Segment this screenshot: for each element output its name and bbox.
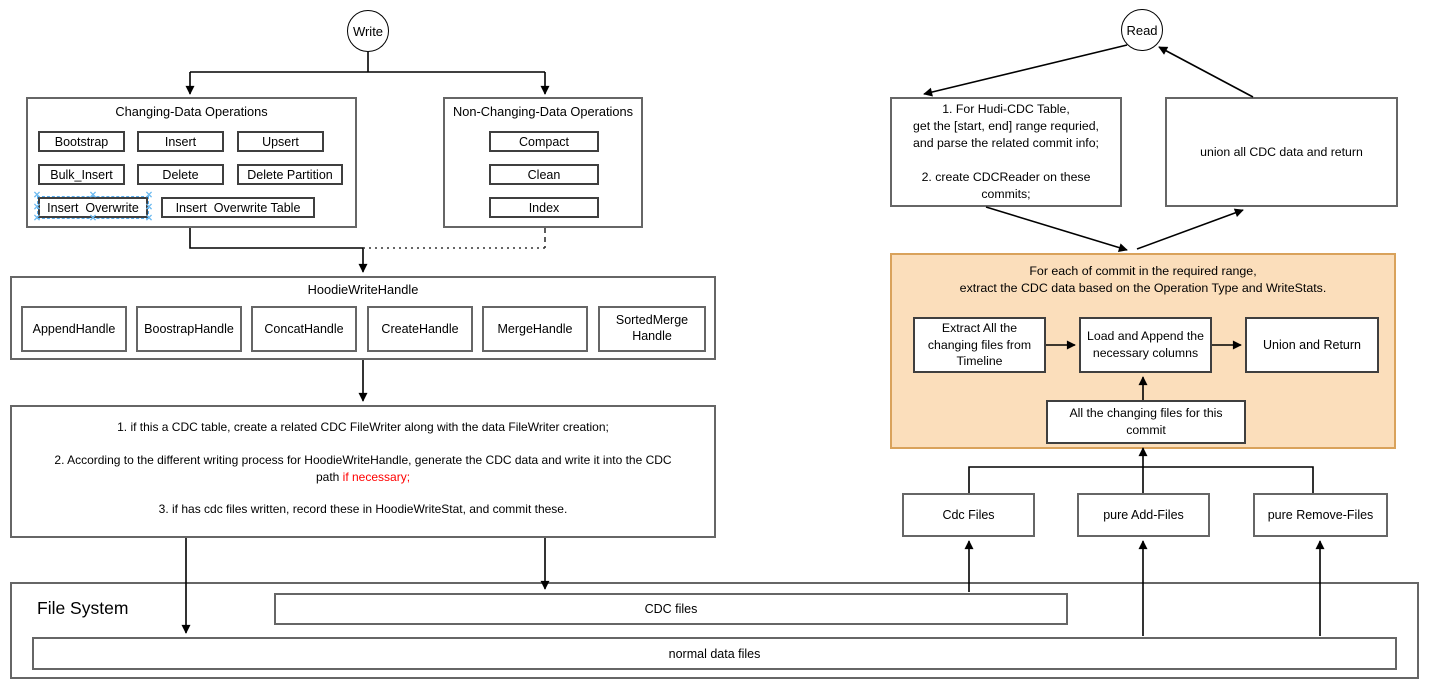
read-plan-line-3: and parse the related commit info;	[913, 136, 1099, 151]
read-plan-line-2: get the [start, end] range requried,	[913, 119, 1099, 134]
cdc-write-steps-box[interactable]: 1. if this a CDC table, create a related…	[10, 405, 716, 538]
op-delete-partition[interactable]: Delete Partition	[237, 164, 343, 185]
handle-boostrap[interactable]: BoostrapHandle	[136, 306, 242, 352]
selection-handle-n[interactable]: ✕	[89, 190, 97, 201]
all-changing-files-box[interactable]: All the changing files for this commit	[1046, 400, 1246, 444]
handle-create[interactable]: CreateHandle	[367, 306, 473, 352]
read-plan-box[interactable]: 1. For Hudi-CDC Table, get the [start, e…	[890, 97, 1122, 207]
load-append-columns-box[interactable]: Load and Append the necessary columns	[1079, 317, 1212, 373]
arrow-read-to-plan	[923, 44, 1128, 97]
cdc-step-3: 3. if has cdc files written, record thes…	[158, 502, 568, 517]
union-and-return-box[interactable]: Union and Return	[1245, 317, 1379, 373]
arrow-union-to-read	[1158, 46, 1254, 98]
arrow-per-commit-to-union	[1136, 208, 1244, 250]
selection-handle-s[interactable]: ✕	[89, 213, 97, 224]
selection-handle-nw[interactable]: ✕	[33, 190, 41, 201]
per-commit-title-line1: For each of commit in the required range…	[1029, 264, 1257, 278]
cdc-files-group-box[interactable]: Cdc Files	[902, 493, 1035, 537]
op-compact[interactable]: Compact	[489, 131, 599, 152]
arrow-plan-to-per-commit	[985, 206, 1128, 252]
write-node[interactable]: Write	[347, 10, 389, 52]
cdc-step-2-highlight: if necessary;	[342, 469, 411, 484]
cdc-step-2-line2: path if necessary;	[316, 469, 410, 486]
extract-line-3: Timeline	[956, 354, 1003, 369]
selection-handle-w[interactable]: ✕	[33, 202, 41, 213]
all-changing-line-1: All the changing files for this	[1069, 406, 1223, 421]
op-delete[interactable]: Delete	[137, 164, 224, 185]
load-line-1: Load and Append the	[1087, 329, 1204, 344]
read-plan-line-5: 2. create CDCReader on these	[921, 169, 1091, 184]
cdc-step-2-prefix: path	[315, 469, 343, 484]
extract-changing-files-box[interactable]: Extract All the changing files from Time…	[913, 317, 1046, 373]
normal-data-files-store[interactable]: normal data files	[32, 637, 1397, 670]
union-all-cdc-box[interactable]: union all CDC data and return	[1165, 97, 1398, 207]
op-upsert[interactable]: Upsert	[237, 131, 324, 152]
handle-append[interactable]: AppendHandle	[21, 306, 127, 352]
op-insert-overwrite[interactable]: Insert Overwrite	[38, 197, 148, 218]
read-node[interactable]: Read	[1121, 9, 1163, 51]
per-commit-title-line2: extract the CDC data based on the Operat…	[959, 280, 1327, 295]
op-bulk-insert[interactable]: Bulk_Insert	[38, 164, 125, 185]
per-commit-title: For each of commit in the required range…	[892, 263, 1394, 296]
selection-handle-se[interactable]: ✕	[145, 213, 153, 224]
read-plan-line-1: 1. For Hudi-CDC Table,	[942, 102, 1070, 117]
pure-remove-files-box[interactable]: pure Remove-Files	[1253, 493, 1388, 537]
group-connector-line	[968, 466, 1314, 493]
load-line-2: necessary columns	[1092, 346, 1199, 360]
op-bootstrap[interactable]: Bootstrap	[38, 131, 125, 152]
changing-data-operations-title: Changing-Data Operations	[115, 104, 268, 119]
cdc-step-1: 1. if this a CDC table, create a related…	[117, 420, 609, 434]
pure-add-files-box[interactable]: pure Add-Files	[1077, 493, 1210, 537]
extract-line-1: Extract All the	[941, 320, 1018, 335]
cdc-files-store[interactable]: CDC files	[274, 593, 1068, 625]
file-system-label: File System	[37, 598, 129, 618]
handle-concat[interactable]: ConcatHandle	[251, 306, 357, 352]
extract-line-2: changing files from	[927, 337, 1032, 352]
non-changing-data-operations-title: Non-Changing-Data Operations	[453, 104, 633, 119]
selection-handle-sw[interactable]: ✕	[33, 213, 41, 224]
arrow-changing-to-write-handle	[189, 228, 368, 273]
all-changing-line-2: commit	[1126, 423, 1166, 437]
cdc-step-2-line1: 2. According to the different writing pr…	[54, 452, 672, 467]
op-insert[interactable]: Insert	[137, 131, 224, 152]
op-insert-overwrite-table[interactable]: Insert Overwrite Table	[161, 197, 315, 218]
selection-outline[interactable]: ✕ ✕ ✕ ✕ ✕ ✕ ✕ ✕	[33, 191, 153, 224]
write-node-label: Write	[352, 23, 384, 39]
read-node-label: Read	[1126, 22, 1158, 38]
handle-merge[interactable]: MergeHandle	[482, 306, 588, 352]
hoodie-write-handle-title: HoodieWriteHandle	[307, 282, 419, 297]
read-plan-line-6: commits;	[981, 186, 1031, 201]
selection-handle-ne[interactable]: ✕	[145, 190, 153, 201]
handle-sorted-merge[interactable]: SortedMerge Handle	[598, 306, 706, 352]
selection-handle-e[interactable]: ✕	[145, 202, 153, 213]
op-index[interactable]: Index	[489, 197, 599, 218]
op-clean[interactable]: Clean	[489, 164, 599, 185]
